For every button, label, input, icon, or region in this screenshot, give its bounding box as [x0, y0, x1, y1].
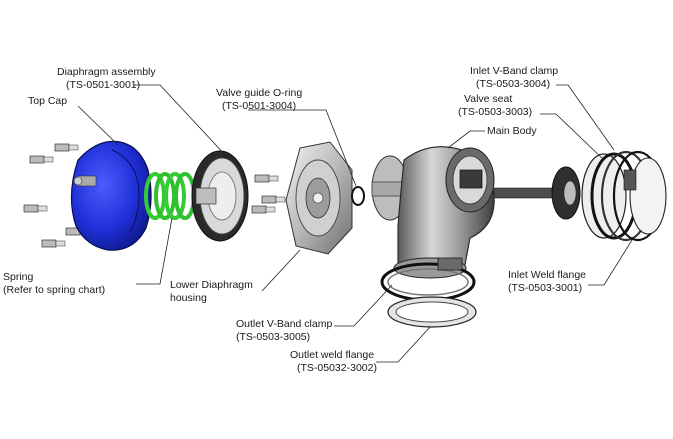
label-line: (TS-0503-3005): [236, 331, 310, 343]
bolt: [251, 205, 276, 214]
label-top-cap: Top Cap: [28, 95, 67, 107]
bolt: [23, 204, 48, 213]
label-line: (TS-0501-3001): [66, 79, 140, 91]
label-line: (TS-0503-3003): [458, 106, 532, 118]
label-valve-guide-oring: Valve guide O-ring (TS-0501-3004): [216, 87, 302, 112]
label-line: Lower Diaphragm: [170, 279, 253, 291]
label-line: Spring: [3, 271, 34, 283]
label-spring: Spring (Refer to spring chart): [3, 271, 105, 296]
label-inlet-vband-clamp: Inlet V-Band clamp (TS-0503-3004): [470, 65, 558, 90]
label-line: (Refer to spring chart): [3, 284, 105, 296]
inlet-assembly-part: [581, 150, 667, 242]
main-body-part: [371, 146, 495, 279]
label-line: (TS-0501-3004): [222, 100, 296, 112]
label-line: Diaphragm assembly: [57, 66, 156, 78]
cap-bolts: [23, 143, 90, 248]
spring-part: [144, 172, 196, 220]
label-line: Inlet Weld flange: [508, 269, 586, 281]
label-outlet-weld-flange: Outlet weld flange (TS-05032-3002): [290, 349, 377, 374]
bolt: [41, 239, 66, 248]
label-line: (TS-0503-3004): [476, 78, 550, 90]
label-line: Outlet V-Band clamp: [236, 318, 332, 330]
lower-diaphragm-housing-part: [285, 141, 353, 255]
diaphragm-assembly-part: [191, 150, 249, 242]
label-line: (TS-05032-3002): [297, 362, 377, 374]
label-line: Valve guide O-ring: [216, 87, 302, 99]
valve-guide-oring-part: [351, 186, 365, 206]
label-outlet-vband-clamp: Outlet V-Band clamp (TS-0503-3005): [236, 318, 332, 343]
valve-stem-part: [493, 166, 581, 220]
label-main-body: Main Body: [487, 125, 537, 137]
top-cap-part: [70, 140, 152, 251]
label-lower-diaphragm-housing: Lower Diaphragm housing: [170, 279, 253, 304]
bolt: [254, 174, 279, 183]
outlet-weld-flange-part: [387, 296, 477, 328]
label-diaphragm-assembly: Diaphragm assembly (TS-0501-3001): [57, 66, 156, 91]
leader-lines: [77, 84, 633, 363]
housing-bolts: [251, 174, 286, 214]
label-line: Main Body: [487, 125, 537, 137]
label-line: housing: [170, 292, 207, 304]
label-line: Outlet weld flange: [290, 349, 374, 361]
bolt: [261, 195, 286, 204]
label-inlet-weld-flange: Inlet Weld flange (TS-0503-3001): [508, 269, 586, 294]
label-line: Top Cap: [28, 95, 67, 107]
bolt: [54, 143, 79, 152]
label-line: Inlet V-Band clamp: [470, 65, 558, 77]
label-valve-seat: Valve seat (TS-0503-3003): [458, 93, 532, 118]
bolt: [29, 155, 54, 164]
label-line: Valve seat: [464, 93, 512, 105]
label-line: (TS-0503-3001): [508, 282, 582, 294]
